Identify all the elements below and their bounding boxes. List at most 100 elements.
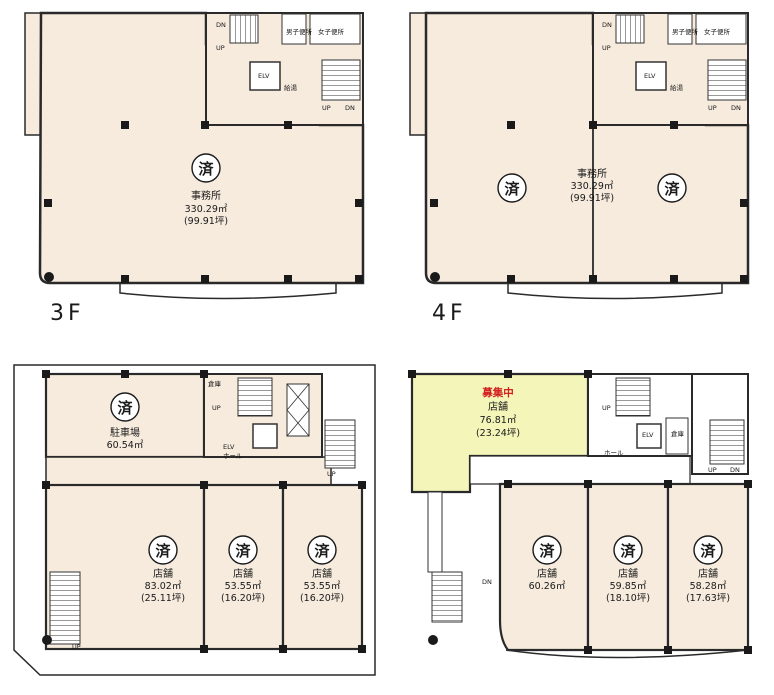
contracted-badge-text: 済: [117, 399, 133, 417]
balcony-front-2f: [505, 649, 749, 659]
storage-label: 倉庫: [671, 429, 685, 438]
elevator-4f: [635, 61, 667, 91]
contracted-badge-text: 済: [539, 542, 555, 560]
shop-2f-3: [666, 482, 750, 652]
room-area: 330.29㎡: [571, 181, 614, 192]
floor-3f: DN UP ELV 男子便所 女子便所 給湯 UP DN 済 事務所 330.2…: [24, 11, 365, 326]
balcony-left-4f: [409, 12, 427, 136]
shop-1f-3: [281, 483, 364, 651]
up-label: UP: [602, 404, 611, 412]
room-name: 店舗: [698, 567, 718, 580]
room-name: 店舗: [312, 567, 332, 580]
outer-stairs-1f: [49, 571, 81, 645]
columns-1f: [42, 370, 366, 653]
room-name: 駐車場: [110, 426, 140, 439]
room-name: 店舗: [233, 567, 253, 580]
up-label: UP: [72, 643, 81, 651]
stairs-4f-a: [615, 14, 645, 44]
elevator-1f: [252, 423, 278, 449]
room-tsubo: (25.11坪): [141, 592, 185, 604]
contracted-badge-text: 済: [504, 180, 520, 198]
recruiting-label: 募集中: [481, 386, 514, 399]
room-name: 店舗: [537, 567, 557, 580]
room-area: 83.02㎡: [145, 581, 182, 592]
shop-2f-1: [498, 482, 590, 652]
outer-stairs-2f: [431, 571, 463, 623]
contracted-badge: [613, 535, 643, 565]
room-tsubo: (18.10坪): [606, 592, 650, 604]
dn-label: DN: [345, 104, 355, 112]
contracted-badge: [497, 173, 527, 203]
stairs-4f-b: [707, 59, 747, 101]
columns-2f: [408, 370, 752, 654]
room-name: 店舗: [488, 400, 508, 413]
contracted-badge: [228, 535, 258, 565]
dn-label: DN: [730, 466, 740, 474]
wc-4f-a: [667, 13, 693, 45]
contracted-badge-text: 済: [620, 542, 636, 560]
shop-2f-2: [586, 482, 670, 652]
floor-label-4f: 4F: [432, 301, 467, 326]
dn-label: DN: [731, 104, 741, 112]
room-name: 事務所: [577, 167, 607, 180]
room-area: 58.28㎡: [690, 581, 727, 592]
floor-label-3f: 3F: [50, 301, 85, 326]
stairs-3f-b: [321, 59, 361, 101]
contracted-badge-text: 済: [155, 542, 171, 560]
outer-strip-2f: [427, 491, 443, 573]
contracted-badge-text: 済: [235, 542, 251, 560]
wc-label: 女子便所: [318, 27, 345, 36]
contracted-badge: [532, 535, 562, 565]
contracted-badge-text: 済: [664, 180, 680, 198]
floor-4f: DN UP ELV 男子便所 女子便所 給湯 UP DN 済 済 事務所 330…: [409, 11, 750, 326]
room-tsubo: (17.63坪): [686, 592, 730, 604]
contracted-badge: [191, 153, 221, 183]
shop-1f-2: [202, 483, 285, 651]
elv-label: ELV: [642, 431, 654, 439]
room-area: 59.85㎡: [610, 581, 647, 592]
up-label: UP: [708, 104, 717, 112]
room-area: 60.26㎡: [529, 581, 566, 592]
floor-1f: 倉庫 UP ELV ホール UP UP 済 駐車場 60.54㎡ 済 店舗 83…: [13, 364, 376, 676]
kitchen-label: 給湯: [284, 83, 298, 92]
room-area: 76.81㎡: [480, 415, 517, 426]
up-label: UP: [212, 404, 221, 412]
storage-label: 倉庫: [208, 379, 222, 388]
corridor-1f: [45, 456, 332, 486]
up-label: UP: [327, 470, 336, 478]
elevator-3f: [249, 61, 281, 91]
room-area: 330.29㎡: [185, 204, 228, 215]
wc-label: 男子便所: [286, 27, 313, 36]
hall-label: ホール: [223, 452, 243, 460]
room-tsubo: (99.91坪): [184, 215, 228, 227]
floor-2f: UP ELV 倉庫 ホール UP DN DN 募集中 店舗 76.81㎡ (23…: [408, 370, 752, 659]
elevator-2f: [636, 423, 662, 449]
columns-4f: [430, 121, 748, 283]
up-label: UP: [322, 104, 331, 112]
room-area: 53.55㎡: [225, 581, 262, 592]
contracted-badge-text: 済: [700, 542, 716, 560]
columns-3f: [44, 121, 363, 283]
contracted-badge: [657, 173, 687, 203]
room-tsubo: (16.20坪): [300, 592, 344, 604]
room-name: 事務所: [191, 189, 221, 202]
shaft-1f: [286, 383, 310, 437]
contracted-badge-text: 済: [198, 160, 214, 178]
dn-label: DN: [216, 21, 226, 29]
elv-label: ELV: [644, 72, 656, 80]
room-name: 店舗: [618, 567, 638, 580]
balcony-front-4f: [507, 283, 723, 300]
elv-label: ELV: [223, 443, 235, 451]
stairs-2f-a: [615, 377, 651, 417]
wc-label: 男子便所: [672, 27, 699, 36]
room-area: 60.54㎡: [107, 440, 144, 451]
storage-2f: [665, 417, 689, 455]
up-label: UP: [216, 44, 225, 52]
room-tsubo: (23.24坪): [476, 427, 520, 439]
balcony-left-3f: [24, 12, 42, 136]
contracted-badge: [307, 535, 337, 565]
room-tsubo: (16.20坪): [221, 592, 265, 604]
contracted-badge: [110, 392, 140, 422]
up-label: UP: [602, 44, 611, 52]
